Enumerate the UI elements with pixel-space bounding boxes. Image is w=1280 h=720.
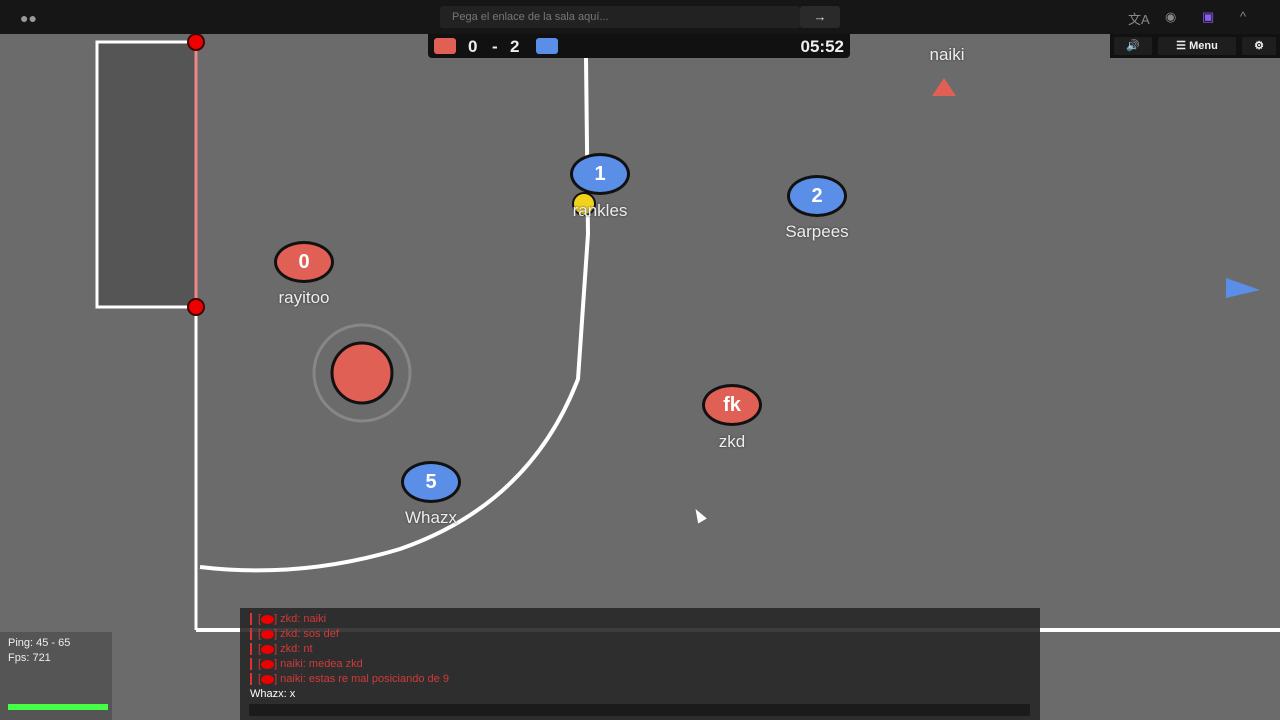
- goal-post: [187, 34, 205, 51]
- player-name: Sarpees: [785, 222, 849, 241]
- ball: [572, 192, 596, 216]
- top-bar: ●● Pega el enlace de la sala aquí... → 文…: [0, 0, 1280, 34]
- red-team-icon: [434, 38, 456, 54]
- menu-button[interactable]: ☰ Menu: [1158, 37, 1236, 55]
- chat-message: [] naiki: medea zkd: [250, 658, 363, 670]
- red-score: 0: [468, 37, 478, 56]
- player-name: Whazx: [405, 508, 457, 527]
- blue-team-icon: [536, 38, 558, 54]
- team-dot-icon: [261, 659, 275, 669]
- player-name: rankles: [572, 201, 628, 220]
- team-dot-icon: [261, 674, 275, 684]
- player-disc: 0: [274, 241, 334, 283]
- match-timer: 05:52: [800, 37, 844, 56]
- chat-panel: [] zkd: naiki [] zkd: sos def [] zkd: nt…: [240, 608, 1040, 720]
- chat-message: [] zkd: nt: [250, 643, 313, 655]
- sound-button[interactable]: 🔊: [1114, 37, 1152, 55]
- player-name: rayitoo: [278, 288, 330, 307]
- team-dot-icon: [261, 614, 275, 624]
- fps-text: Fps: 721: [8, 652, 51, 664]
- team-dot-icon: [261, 629, 275, 639]
- chat-message: Whazx: x: [250, 688, 296, 700]
- settings-button[interactable]: ⚙: [1242, 37, 1276, 55]
- field-lines: [95, 34, 1280, 632]
- team-dot-icon: [261, 644, 275, 654]
- scoreboard: 0 - 2 05:52: [428, 34, 850, 58]
- player-self: [330, 341, 394, 405]
- offscreen-arrow-red: [932, 78, 956, 96]
- chat-message: [] zkd: naiki: [250, 613, 326, 625]
- translate-icon[interactable]: 文A: [1128, 12, 1150, 27]
- player-name: naiki: [929, 45, 965, 64]
- game-field[interactable]: [0, 34, 1280, 720]
- player-disc: fk: [702, 384, 762, 426]
- goal-net: [95, 40, 198, 309]
- go-button[interactable]: →: [800, 6, 840, 28]
- chat-message: [] naiki: estas re mal posiciando de 9: [250, 673, 449, 685]
- offscreen-arrow-blue: [1226, 278, 1260, 298]
- player-disc: 2: [787, 175, 847, 217]
- player-disc: 1: [570, 153, 630, 195]
- chevron-up-icon[interactable]: ^: [1240, 9, 1247, 24]
- player-disc: 5: [401, 461, 461, 503]
- goal-post: [187, 298, 205, 316]
- ping-text: Ping: 45 - 65: [8, 637, 71, 649]
- kick-indicator: [312, 323, 412, 423]
- fps-graph: [8, 704, 108, 710]
- network-stats: Ping: 45 - 65 Fps: 721: [0, 632, 112, 720]
- penalty-arc: [199, 57, 591, 573]
- chat-message: [] zkd: sos def: [250, 628, 339, 640]
- logo-icon[interactable]: ●●: [20, 10, 37, 26]
- room-link-input[interactable]: Pega el enlace de la sala aquí...: [440, 6, 800, 28]
- chat-input[interactable]: [249, 704, 1030, 716]
- discord-icon[interactable]: ◉: [1165, 9, 1177, 24]
- blue-score: 2: [510, 37, 520, 56]
- score-separator: -: [492, 37, 498, 56]
- ghost-icon[interactable]: ▣: [1202, 9, 1215, 24]
- player-name: zkd: [718, 432, 746, 451]
- menu-bar: 🔊 ☰ Menu ⚙: [1110, 34, 1280, 58]
